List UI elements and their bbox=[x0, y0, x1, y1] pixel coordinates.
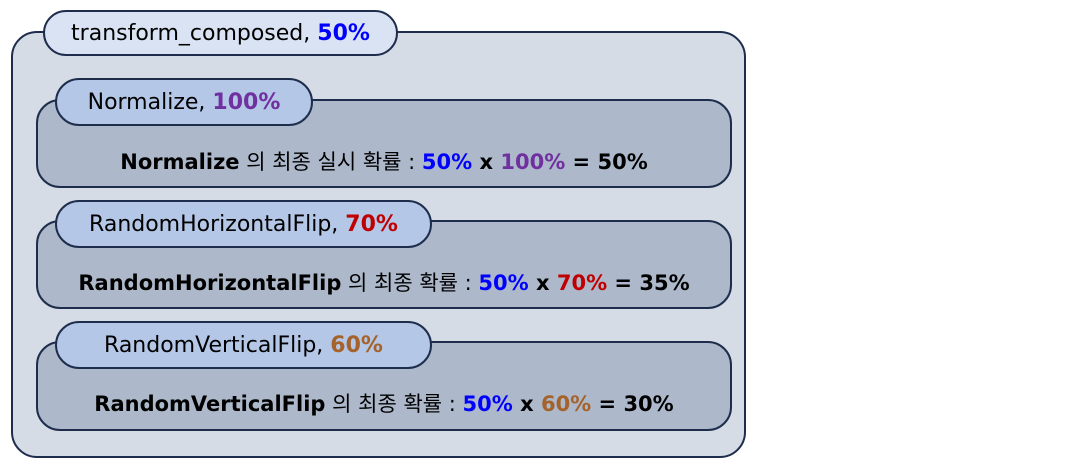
transform-composed-pct: 50% bbox=[317, 20, 370, 46]
vertical-flip-times: x bbox=[512, 392, 541, 416]
horizontal-flip-result: 35% bbox=[639, 271, 690, 295]
transform-composed-label: transform_composed, bbox=[71, 20, 311, 46]
normalize-tab-pct: 100% bbox=[212, 89, 281, 115]
vertical-flip-p2: 60% bbox=[540, 392, 592, 416]
horizontal-flip-tab-pct: 70% bbox=[345, 211, 398, 237]
horizontal-flip-p1: 50% bbox=[478, 271, 529, 295]
normalize-result: 50% bbox=[597, 150, 648, 174]
normalize-times: x bbox=[472, 150, 501, 174]
normalize-tab: Normalize, 100% bbox=[55, 78, 313, 126]
vertical-flip-result: 30% bbox=[623, 392, 674, 416]
horizontal-flip-p2: 70% bbox=[556, 271, 608, 295]
vertical-flip-tab-label: RandomVerticalFlip, bbox=[104, 332, 324, 358]
horizontal-flip-tab: RandomHorizontalFlip, 70% bbox=[55, 200, 432, 248]
horizontal-flip-tab-label: RandomHorizontalFlip, bbox=[89, 211, 339, 237]
normalize-tab-label: Normalize, bbox=[87, 89, 206, 115]
normalize-equals: = bbox=[565, 150, 598, 174]
horizontal-flip-equals: = bbox=[607, 271, 640, 295]
normalize-probability-line: Normalize 의 최종 실시 확률 : 50% x 100% = 50% bbox=[36, 146, 732, 176]
horizontal-flip-line-name: RandomHorizontalFlip bbox=[78, 271, 342, 295]
normalize-p1: 50% bbox=[421, 150, 473, 174]
vertical-flip-tab-pct: 60% bbox=[330, 332, 383, 358]
horizontal-flip-line-text: 의 최종 확률 : bbox=[341, 271, 479, 295]
vertical-flip-p1: 50% bbox=[462, 392, 513, 416]
horizontal-flip-probability-line: RandomHorizontalFlip 의 최종 확률 : 50% x 70%… bbox=[36, 267, 732, 297]
horizontal-flip-times: x bbox=[528, 271, 557, 295]
vertical-flip-probability-line: RandomVerticalFlip 의 최종 확률 : 50% x 60% =… bbox=[36, 388, 732, 418]
transform-composed-tab: transform_composed, 50% bbox=[43, 10, 398, 56]
vertical-flip-line-text: 의 최종 확률 : bbox=[325, 392, 463, 416]
vertical-flip-equals: = bbox=[591, 392, 624, 416]
normalize-line-name: Normalize bbox=[120, 150, 240, 174]
normalize-line-text: 의 최종 실시 확률 : bbox=[239, 150, 422, 174]
normalize-p2: 100% bbox=[500, 150, 566, 174]
vertical-flip-line-name: RandomVerticalFlip bbox=[94, 392, 326, 416]
vertical-flip-tab: RandomVerticalFlip, 60% bbox=[55, 321, 432, 369]
